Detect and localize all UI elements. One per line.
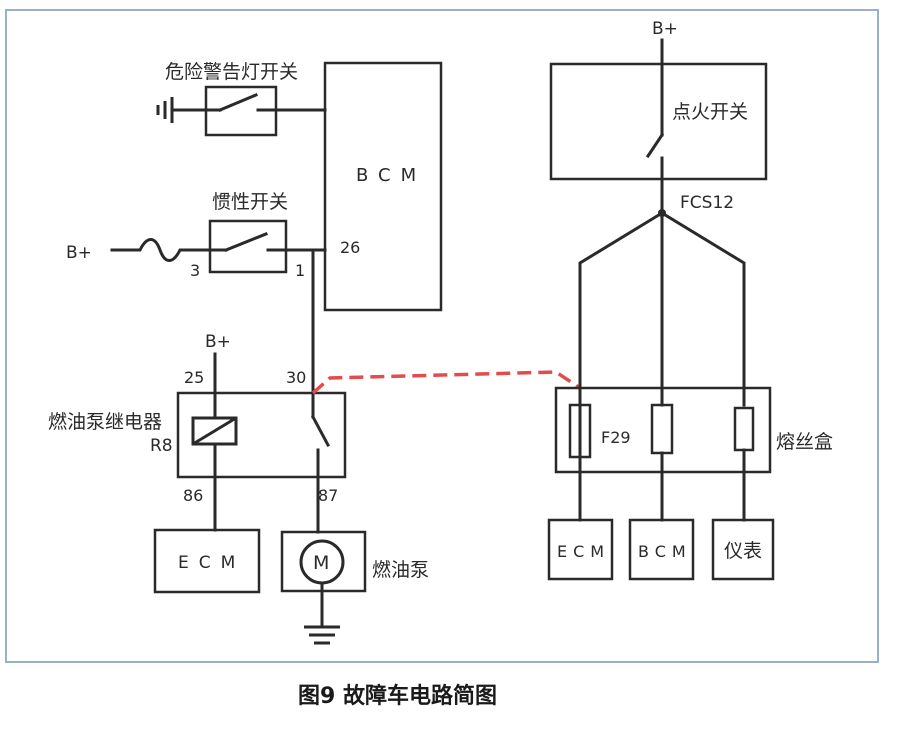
relay-coil-icon	[191, 416, 238, 446]
hazard-switch-contact	[204, 93, 278, 112]
fuse-output-wires	[578, 448, 746, 522]
motor-symbol: M	[313, 552, 329, 574]
bcm-label-right: BCM	[638, 542, 692, 561]
ecm-box-left	[153, 528, 261, 594]
ground-icon-pump	[304, 581, 340, 645]
inertia-switch-contact	[208, 232, 288, 252]
relay-contact-icon	[310, 391, 331, 534]
instrument-box	[711, 518, 775, 581]
hazard-switch-label: 危险警告灯开关	[165, 61, 298, 83]
bplus-label-right: B+	[652, 19, 678, 39]
ignition-switch-contact	[645, 132, 665, 215]
relay-pin-30-label: 30	[286, 368, 306, 387]
pin-26-label: 26	[340, 238, 360, 257]
relay-id-label: R8	[150, 436, 173, 456]
ecm-label-right: ECM	[557, 542, 610, 561]
relay-box	[176, 391, 347, 479]
splice-label: FCS12	[680, 193, 734, 213]
relay-bplus-label: B+	[205, 332, 231, 352]
instrument-label: 仪表	[724, 540, 762, 562]
fuse-box-label: 熔丝盒	[776, 431, 833, 453]
bcm-box-right	[628, 518, 695, 581]
fuse-f29-label: F29	[601, 428, 631, 447]
bplus-label-left: B+	[66, 243, 92, 263]
bcm-box	[323, 61, 443, 312]
relay-pin-86-label: 86	[183, 486, 203, 505]
fuse-instrument-icon	[733, 406, 755, 452]
inertia-switch-box	[208, 219, 288, 274]
pin-1-label: 1	[295, 261, 305, 280]
ecm-box-right	[547, 518, 614, 581]
inertia-switch-label: 惯性开关	[212, 191, 288, 213]
relay-pin-25-label: 25	[184, 368, 204, 387]
splice-branch-wires	[578, 210, 746, 407]
relay-pin-87-label: 87	[318, 486, 338, 505]
ground-icon-hazard	[156, 97, 208, 123]
fuse-bcm-icon	[650, 403, 674, 455]
ignition-switch-box	[549, 62, 768, 181]
relay-label: 燃油泵继电器	[48, 411, 162, 433]
ignition-switch-label: 点火开关	[672, 101, 748, 123]
bcm-label: BCM	[356, 165, 426, 186]
pin-3-label: 3	[190, 261, 200, 280]
dashed-link-wire	[311, 370, 581, 395]
figure-caption: 图9 故障车电路简图	[298, 683, 497, 709]
fuel-pump-label: 燃油泵	[372, 559, 429, 581]
fuse-icon-inline	[110, 238, 212, 262]
ecm-label-left: ECM	[178, 553, 245, 573]
figure-frame	[5, 9, 879, 663]
